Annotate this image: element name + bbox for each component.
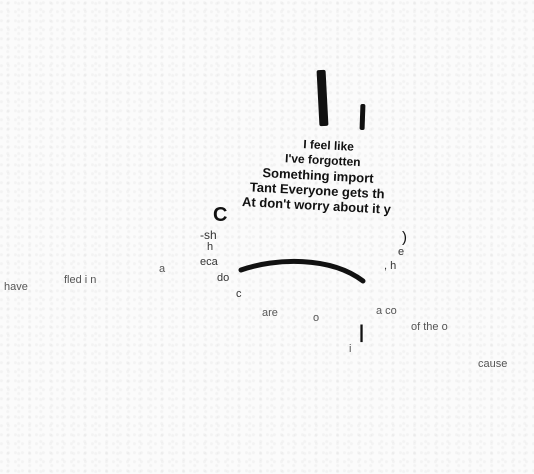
fragment-a: a	[159, 263, 166, 275]
fragment-e: e	[398, 246, 405, 258]
fragment-c-small: c	[236, 288, 242, 300]
fragment-i: i	[349, 343, 352, 355]
fragment-do: do	[217, 272, 230, 284]
fragment-pipe: |	[359, 322, 365, 342]
fragment-sh: -sh	[200, 228, 217, 242]
fragment-fled: fled i n	[64, 274, 97, 286]
fragment-c-large: C	[213, 204, 228, 226]
fragment-cause: cause	[478, 358, 508, 370]
fragment-o: o	[313, 312, 320, 324]
fragment-of-the-o: of the o	[411, 321, 448, 333]
fragment-eca: eca	[200, 256, 218, 268]
fragment-have: have	[4, 281, 28, 293]
fragment-h-left: h	[207, 241, 214, 253]
fragment-h-right: , h	[384, 260, 397, 272]
fragment-are: are	[262, 307, 278, 319]
fragment-paren: )	[402, 229, 407, 246]
fragment-aco: a co	[376, 305, 397, 317]
